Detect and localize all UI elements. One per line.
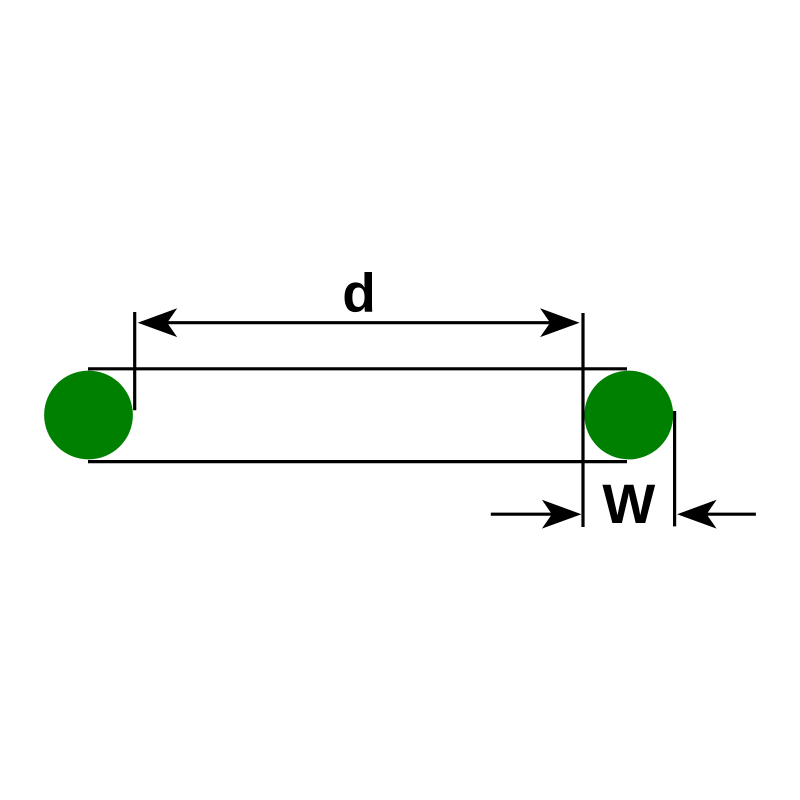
svg-text:W: W — [602, 472, 655, 535]
svg-text:d: d — [342, 261, 376, 323]
